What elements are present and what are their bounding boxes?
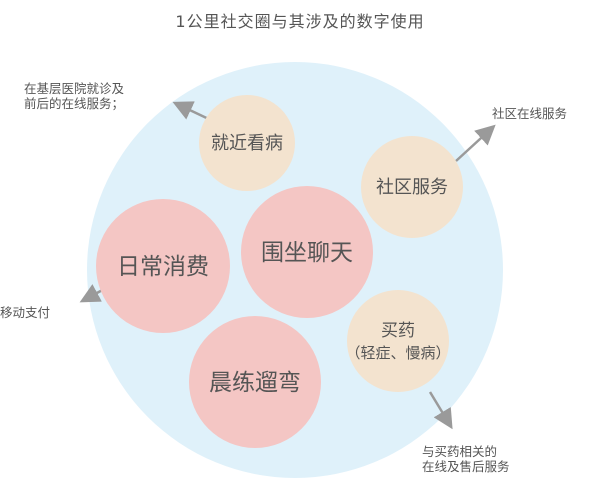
bubble-chatting: [241, 186, 373, 318]
note-medicine-line1: 与买药相关的: [422, 444, 498, 459]
diagram-title: 1公里社交圈与其涉及的数字使用: [175, 12, 425, 31]
label-community-service: 社区服务: [376, 177, 448, 198]
arrow-community: [455, 124, 496, 162]
bubble-community-service: [361, 136, 463, 238]
bubble-daily-consumption: [96, 199, 230, 333]
label-buy-medicine: 买药: [381, 321, 415, 341]
note-medical-line1: 在基层医院就诊及: [24, 81, 125, 96]
note-medicine-line2: 在线及售后服务: [422, 459, 510, 474]
label-daily-consumption: 日常消费: [117, 254, 209, 280]
note-medical: 在基层医院就诊及 前后的在线服务；: [24, 81, 124, 111]
note-medicine: 与买药相关的 在线及售后服务: [422, 444, 510, 474]
note-medical-line2: 前后的在线服务；: [24, 96, 125, 111]
label-nearby-medical: 就近看病: [211, 133, 283, 154]
note-community: 社区在线服务: [492, 106, 568, 121]
bubble-nearby-medical: [199, 95, 295, 191]
label-chatting: 围坐聊天: [261, 240, 353, 266]
note-payment: 移动支付: [0, 305, 51, 320]
label-morning-exercise: 晨练遛弯: [209, 370, 301, 396]
arrow-medicine: [428, 391, 453, 430]
bubble-buy-medicine: [347, 290, 449, 392]
bubble-morning-exercise: [189, 316, 321, 448]
label-buy-medicine-detail: （轻症、慢病）: [345, 344, 450, 362]
